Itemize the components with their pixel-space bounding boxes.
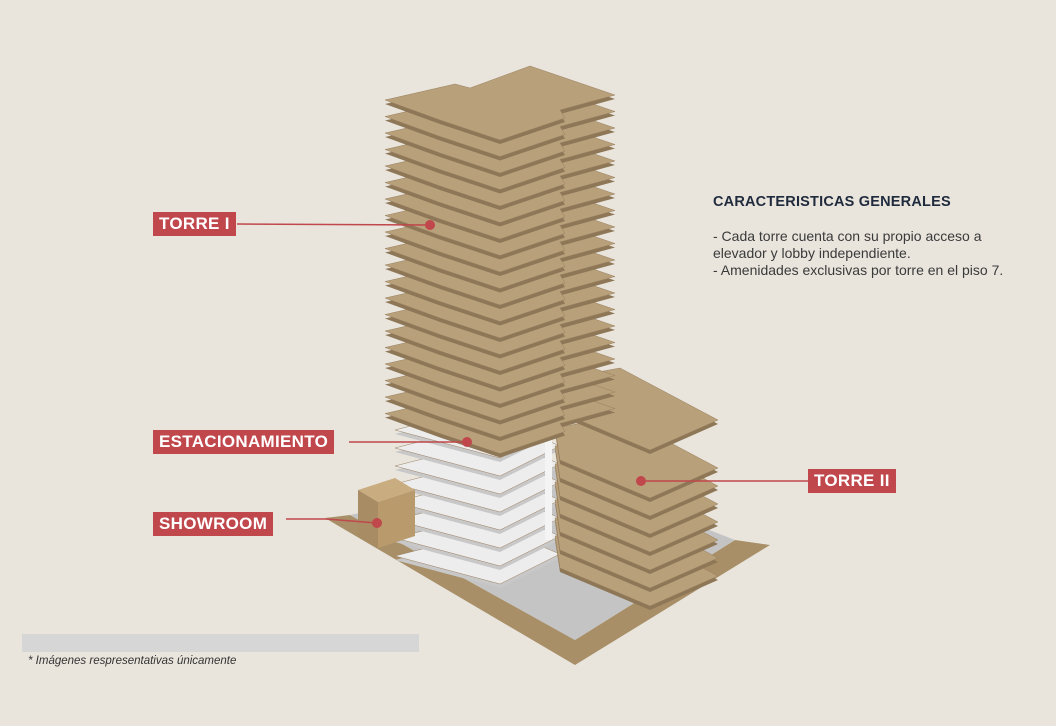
showroom-label: SHOWROOM: [153, 512, 274, 536]
footnote: * Imágenes respresentativas únicamente: [28, 655, 237, 667]
footnote-bar: [22, 634, 419, 652]
parking-core: [545, 400, 552, 540]
showroom-box: [358, 478, 415, 548]
features-line: - Cada torre cuenta con su propio acceso…: [713, 228, 982, 244]
torre-1-label: TORRE I: [153, 212, 236, 236]
general-features: CARACTERISTICAS GENERALES - Cada torre c…: [713, 194, 1053, 279]
features-title: CARACTERISTICAS GENERALES: [713, 194, 951, 210]
torre-2-marker: [636, 476, 646, 486]
torre-2-label: TORRE II: [808, 469, 896, 493]
tower-1-floors: [384, 65, 616, 458]
estacionamiento-marker: [462, 437, 472, 447]
estacionamiento-label: ESTACIONAMIENTO: [153, 430, 335, 454]
torre-1-marker: [425, 220, 435, 230]
leader-lines: [236, 223, 808, 524]
features-line: - Amenidades exclusivas por torre en el …: [713, 262, 1004, 278]
features-line: elevador y lobby independiente.: [713, 245, 911, 261]
tower-1-slab: [384, 65, 616, 141]
marker-dots: [372, 220, 646, 528]
showroom-marker: [372, 518, 382, 528]
